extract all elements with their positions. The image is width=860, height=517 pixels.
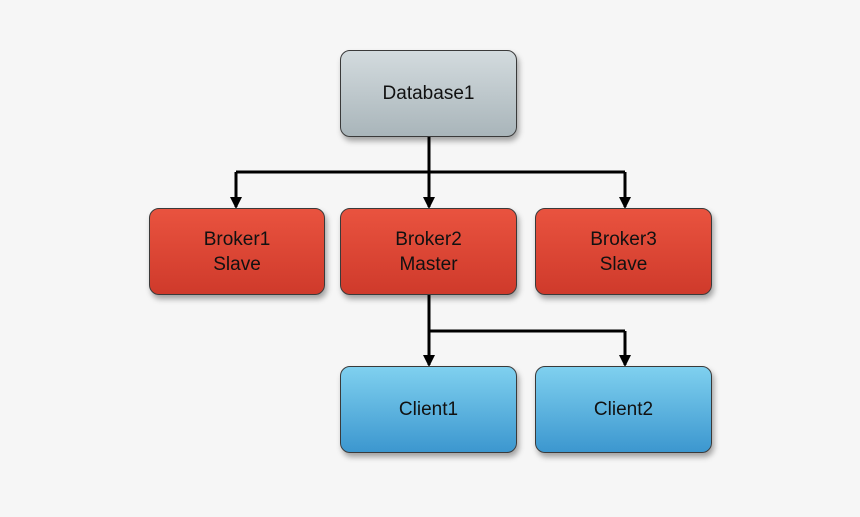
node-client1-label: Client1 — [399, 397, 458, 422]
node-database1-title: Database1 — [382, 83, 475, 104]
node-broker1-title: Broker1 — [203, 228, 271, 250]
node-broker2-title: Broker2 — [395, 228, 462, 250]
node-broker1-role: Slave — [213, 253, 261, 275]
node-client1-title: Client1 — [398, 399, 459, 420]
node-broker3-label: Broker3 Slave — [590, 227, 657, 277]
node-client1[interactable]: Client1 — [340, 366, 517, 453]
node-broker3-title: Broker3 — [590, 228, 657, 250]
node-client2-label: Client2 — [594, 397, 653, 422]
node-broker2[interactable]: Broker2 Master — [340, 208, 517, 295]
node-broker2-role: Master — [399, 253, 458, 275]
node-broker1[interactable]: Broker1 Slave — [149, 208, 325, 295]
node-database1[interactable]: Database1 — [340, 50, 517, 137]
node-client2-title: Client2 — [593, 399, 654, 420]
node-broker2-label: Broker2 Master — [395, 227, 462, 277]
node-broker3-role: Slave — [599, 253, 648, 275]
node-database1-label: Database1 — [383, 81, 475, 106]
node-broker1-label: Broker1 Slave — [204, 227, 271, 277]
node-client2[interactable]: Client2 — [535, 366, 712, 453]
node-broker3[interactable]: Broker3 Slave — [535, 208, 712, 295]
